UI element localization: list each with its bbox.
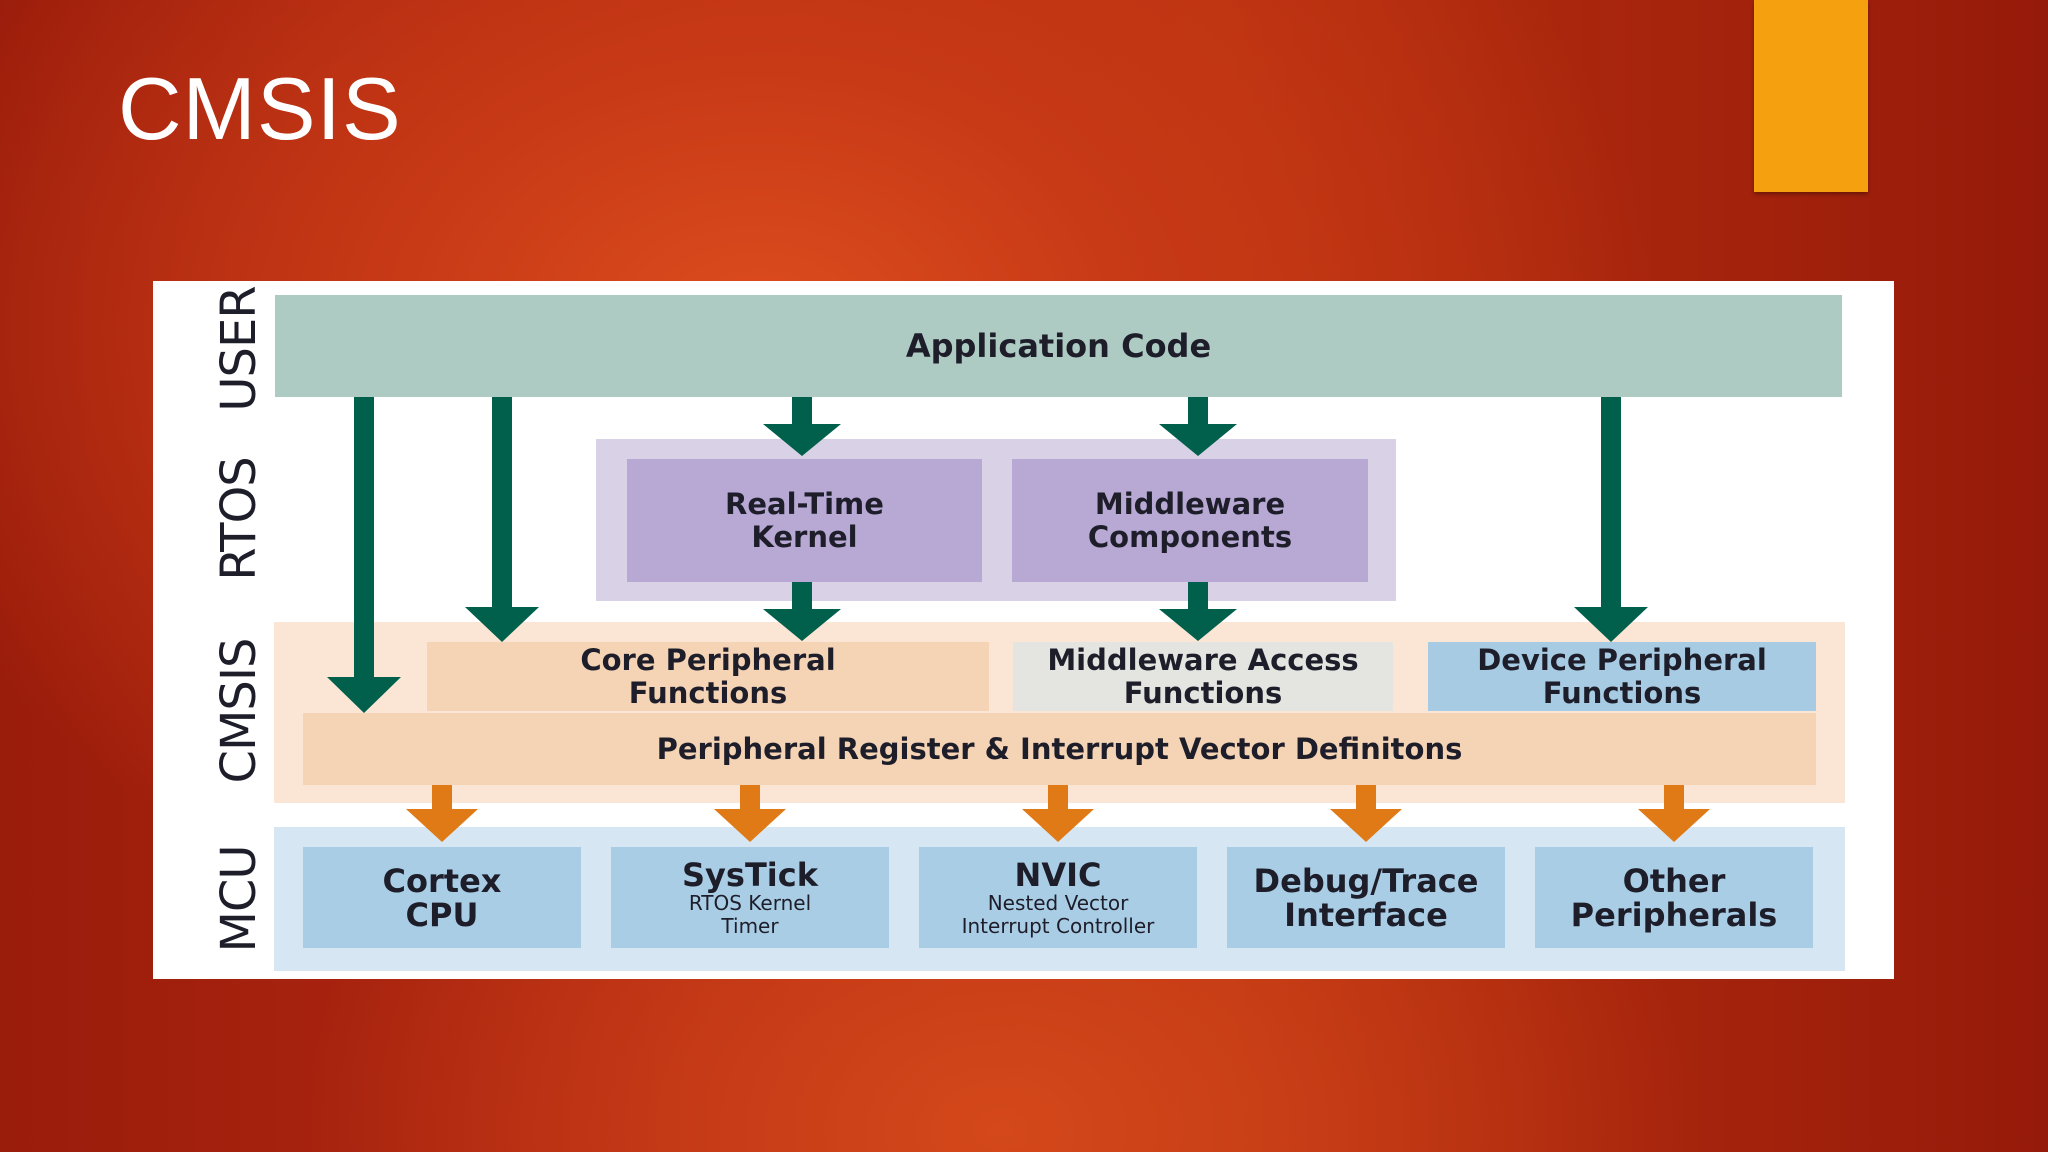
device-peripheral-functions-box: Device Peripheral Functions — [1428, 642, 1816, 711]
arrow-to-systick — [714, 785, 786, 842]
middleware-components-line-1: Middleware — [1094, 486, 1286, 521]
nvic-title: NVIC — [1014, 855, 1102, 894]
arrow-to-debug-trace — [1330, 785, 1402, 842]
real-time-kernel-line-1: Real-Time — [725, 486, 884, 521]
core-peripheral-line-1: Core Peripheral — [580, 642, 836, 677]
debug-trace-line-2: Interface — [1284, 895, 1448, 934]
accent-bar — [1754, 0, 1868, 192]
arrow-user-to-middleware — [1159, 397, 1237, 456]
other-peripherals-line-2: Peripherals — [1570, 895, 1778, 934]
nvic-desc-line-1: Nested Vector — [987, 890, 1129, 915]
middleware-access-line-1: Middleware Access — [1047, 642, 1359, 677]
device-peripheral-line-2: Functions — [1542, 675, 1702, 710]
systick-desc-line-2: Timer — [721, 913, 779, 938]
device-peripheral-line-1: Device Peripheral — [1477, 642, 1767, 677]
systick-desc-line-1: RTOS Kernel — [688, 890, 812, 915]
peripheral-register-label: Peripheral Register & Interrupt Vector D… — [656, 731, 1463, 766]
middleware-components-box: Middleware Components — [1012, 459, 1368, 582]
slide-title: CMSIS — [118, 59, 402, 158]
flow-arrows — [327, 397, 1710, 842]
cmsis-architecture-diagram: USER RTOS CMSIS MCU Application Code Rea… — [153, 281, 1894, 979]
real-time-kernel-box: Real-Time Kernel — [627, 459, 982, 582]
user-layer-band — [275, 295, 1842, 397]
nvic-desc-line-2: Interrupt Controller — [961, 913, 1155, 938]
debug-trace-interface-box: Debug/Trace Interface — [1227, 847, 1505, 948]
peripheral-register-definitions-box: Peripheral Register & Interrupt Vector D… — [303, 713, 1816, 785]
arrow-to-other-peripherals — [1638, 785, 1710, 842]
cortex-cpu-line-2: CPU — [405, 895, 479, 934]
middleware-access-line-2: Functions — [1123, 675, 1283, 710]
arrow-user-to-device-peripheral — [1574, 397, 1648, 642]
debug-trace-line-1: Debug/Trace — [1253, 861, 1479, 900]
core-peripheral-functions-box: Core Peripheral Functions — [427, 642, 989, 711]
systick-box: SysTick RTOS Kernel Timer — [611, 847, 889, 948]
cortex-cpu-box: Cortex CPU — [303, 847, 581, 948]
core-peripheral-line-2: Functions — [628, 675, 788, 710]
arrow-user-to-register-defs — [327, 397, 401, 713]
other-peripherals-line-1: Other — [1622, 861, 1726, 900]
other-peripherals-box: Other Peripherals — [1535, 847, 1813, 948]
application-code-box: Application Code — [275, 295, 1842, 397]
arrow-middleware-to-access-functions — [1159, 582, 1237, 641]
arrow-to-nvic — [1022, 785, 1094, 842]
nvic-box: NVIC Nested Vector Interrupt Controller — [919, 847, 1197, 948]
middleware-access-functions-box: Middleware Access Functions — [1013, 642, 1393, 711]
application-code-label: Application Code — [905, 327, 1212, 365]
arrow-to-cortex — [406, 785, 478, 842]
middleware-components-line-2: Components — [1087, 519, 1293, 554]
arrow-user-to-core-peripheral — [465, 397, 539, 642]
cortex-cpu-line-1: Cortex — [382, 861, 502, 900]
arrow-kernel-to-core-peripheral — [763, 582, 841, 641]
arrow-user-to-kernel — [763, 397, 841, 456]
systick-title: SysTick — [682, 855, 818, 894]
real-time-kernel-line-2: Kernel — [751, 519, 858, 554]
